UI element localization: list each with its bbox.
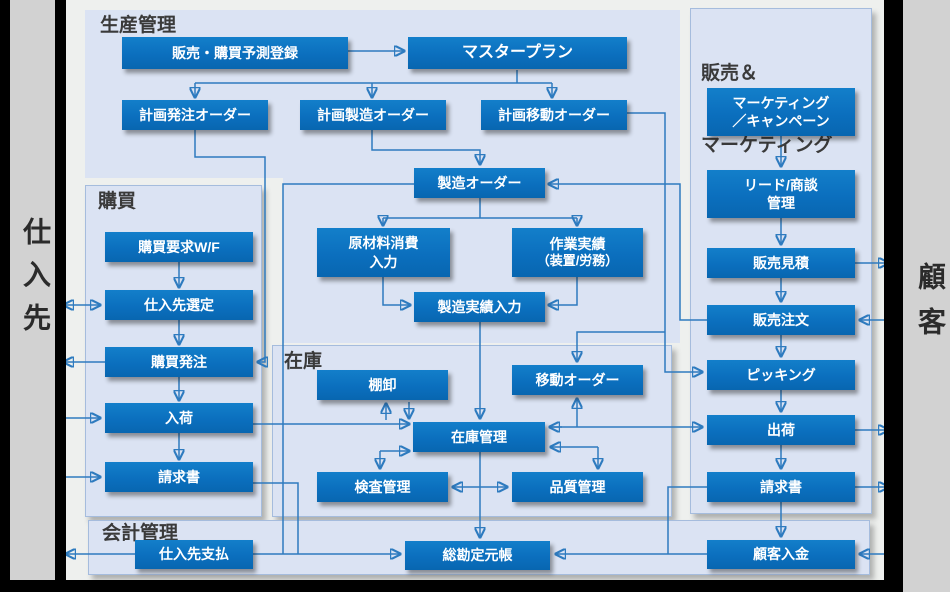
node-shipping: 出荷 — [707, 415, 855, 445]
node-sales-quote-label: 販売見積 — [753, 254, 809, 271]
node-planned-mfg-order-label: 計画製造オーダー — [317, 106, 429, 123]
customer-label: 顧客 — [915, 262, 946, 352]
node-sales-order: 販売注文 — [707, 305, 855, 335]
node-general-ledger-label: 総勘定元帳 — [442, 547, 513, 564]
node-work-results-line2: （装置/労務） — [536, 253, 619, 269]
node-mfg-order-label: 製造オーダー — [437, 174, 522, 191]
node-marketing-campaign: マーケティング ／キャンペーン — [707, 88, 855, 136]
sales-panel-title-line1: 販売＆ — [701, 63, 759, 84]
node-supplier-selection-label: 仕入先選定 — [144, 296, 214, 313]
node-planned-purchase-order-label: 計画発注オーダー — [139, 106, 251, 123]
accounting-panel-title: 会計管理 — [102, 523, 179, 544]
node-marketing-campaign-line2: ／キャンペーン — [732, 113, 830, 129]
node-work-results: 作業実績 （装置/労務） — [512, 228, 643, 277]
node-sales-order-label: 販売注文 — [753, 311, 809, 328]
node-stocktaking-label: 棚卸 — [368, 376, 397, 393]
node-quality-mgmt: 品質管理 — [512, 472, 643, 502]
node-customer-payment-label: 顧客入金 — [753, 546, 809, 563]
sales-panel-title: 販売＆ マーケティング — [701, 14, 832, 182]
production-panel-title: 生産管理 — [100, 15, 177, 36]
node-sales-invoice-label: 請求書 — [760, 478, 802, 495]
left-black-strip-inner — [55, 0, 66, 592]
node-transfer-order-label: 移動オーダー — [535, 371, 620, 388]
node-mfg-results-entry-label: 製造実績入力 — [437, 298, 522, 315]
node-planned-mfg-order: 計画製造オーダー — [300, 100, 446, 130]
node-inspection-mgmt: 検査管理 — [317, 472, 448, 502]
node-customer-payment: 顧客入金 — [707, 540, 855, 569]
node-receiving-label: 入荷 — [165, 409, 193, 426]
bottom-black-bar — [0, 580, 884, 592]
node-planned-transfer-order-label: 計画移動オーダー — [498, 106, 610, 123]
node-purchase-request-label: 購買要求W/F — [138, 238, 220, 255]
node-shipping-label: 出荷 — [767, 421, 795, 438]
node-supplier-payment: 仕入先支払 — [135, 540, 253, 569]
node-master-plan-label: マスタープラン — [461, 43, 574, 61]
node-inventory-mgmt-label: 在庫管理 — [451, 428, 507, 445]
node-sales-invoice: 請求書 — [707, 472, 855, 502]
node-sales-quote: 販売見積 — [707, 248, 855, 278]
node-general-ledger: 総勘定元帳 — [405, 541, 550, 570]
node-master-plan: マスタープラン — [408, 37, 627, 69]
node-material-consumption-line1: 原材料消費 — [348, 235, 419, 252]
node-work-results-line1: 作業実績 — [549, 235, 606, 252]
sales-panel-title-line2: マーケティング — [701, 135, 833, 156]
node-picking-label: ピッキング — [746, 366, 816, 383]
node-purchase-order-label: 購買発注 — [151, 353, 207, 370]
node-stocktaking: 棚卸 — [317, 370, 448, 400]
left-black-strip-outer — [0, 0, 10, 592]
node-quality-mgmt-label: 品質管理 — [549, 478, 606, 495]
node-mfg-results-entry: 製造実績入力 — [414, 292, 545, 322]
node-inventory-mgmt: 在庫管理 — [413, 422, 545, 452]
right-black-strip — [884, 0, 903, 592]
node-purchase-request: 購買要求W/F — [105, 232, 253, 262]
node-purchase-order: 購買発注 — [105, 347, 253, 377]
right-gray-strip — [903, 0, 950, 592]
node-lead-mgmt-line2: 管理 — [767, 195, 795, 211]
left-gray-strip — [10, 0, 55, 592]
node-marketing-campaign-line1: マーケティング — [732, 94, 830, 111]
node-mfg-order: 製造オーダー — [414, 168, 545, 198]
node-lead-mgmt: リード/商談 管理 — [707, 170, 855, 218]
node-supplier-payment-label: 仕入先支払 — [159, 546, 229, 563]
node-inspection-mgmt-label: 検査管理 — [354, 478, 411, 495]
node-lead-mgmt-line1: リード/商談 — [744, 176, 818, 193]
node-planned-purchase-order: 計画発注オーダー — [122, 100, 268, 130]
node-receiving: 入荷 — [105, 403, 253, 433]
node-purchase-invoice-label: 請求書 — [158, 468, 200, 485]
node-transfer-order: 移動オーダー — [512, 365, 643, 395]
supplier-label: 仕入先 — [20, 216, 51, 346]
node-purchase-invoice: 請求書 — [105, 462, 253, 492]
node-material-consumption: 原材料消費 入力 — [317, 228, 450, 277]
node-forecast-label: 販売・購買予測登録 — [172, 44, 298, 61]
node-material-consumption-line2: 入力 — [369, 253, 398, 270]
purchasing-panel-title: 購買 — [98, 191, 137, 212]
node-supplier-selection: 仕入先選定 — [105, 290, 253, 320]
node-planned-transfer-order: 計画移動オーダー — [481, 100, 627, 130]
node-picking: ピッキング — [707, 360, 855, 390]
node-forecast: 販売・購買予測登録 — [122, 37, 348, 69]
